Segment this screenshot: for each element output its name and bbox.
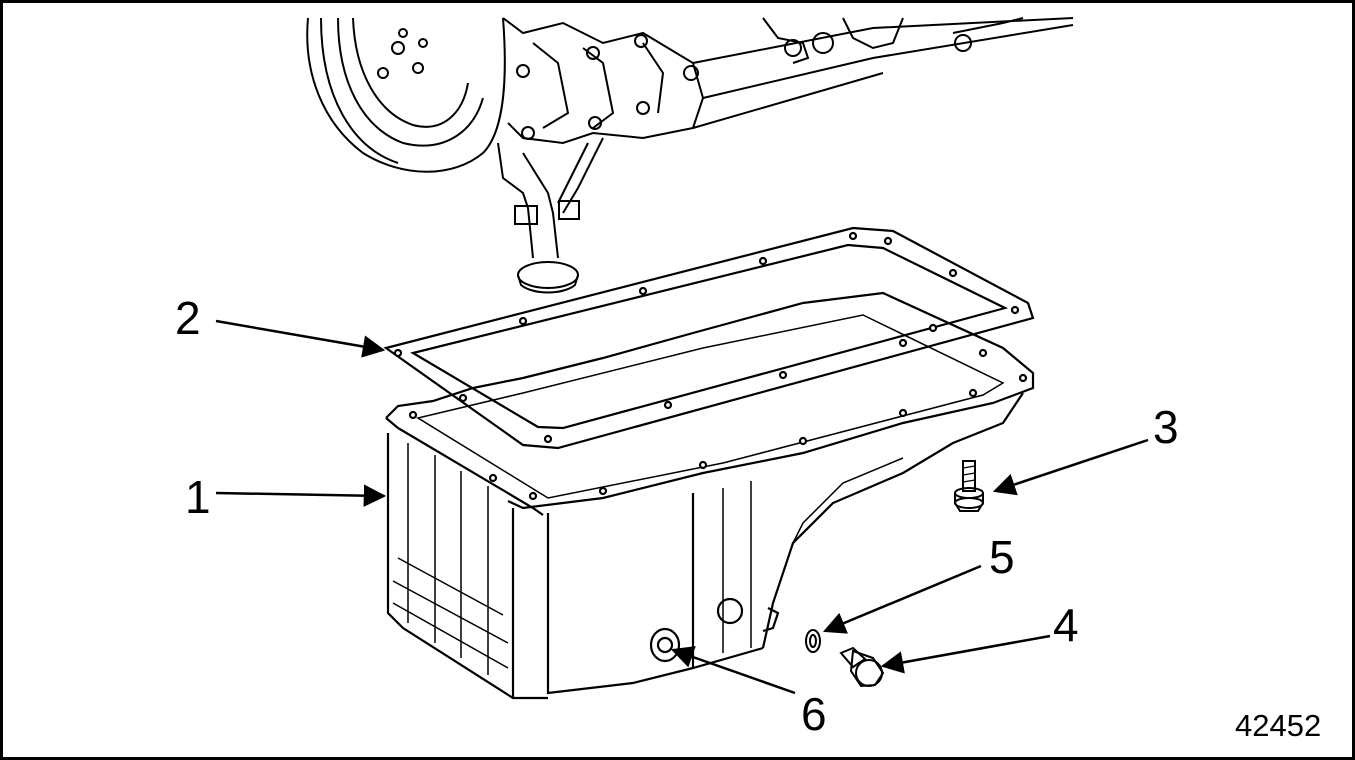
callout-3-bolt: 3 [1153, 401, 1179, 453]
leader-6 [670, 646, 796, 695]
washer-5 [805, 629, 821, 653]
pan-bolt-3 [954, 460, 984, 512]
callout-2-gasket: 2 [175, 292, 201, 344]
leader-5 [822, 564, 982, 634]
figure-number: 42452 [1235, 708, 1322, 743]
oil-pan [385, 291, 1035, 700]
leader-4 [880, 634, 1051, 674]
callout-6-sensor: 6 [801, 688, 827, 740]
leader-1 [215, 484, 387, 507]
leader-3 [992, 438, 1149, 496]
drain-plug-4 [839, 646, 885, 688]
callout-4-drain-plug: 4 [1053, 599, 1079, 651]
leader-lines [215, 319, 1149, 695]
callout-1-oil-pan: 1 [185, 471, 211, 523]
oil-pan-gasket [383, 226, 1035, 450]
oil-pan-exploded-drawing [215, 17, 1149, 700]
engine-block [306, 17, 1074, 294]
leader-2 [215, 319, 386, 358]
callout-5-washer: 5 [989, 531, 1015, 583]
